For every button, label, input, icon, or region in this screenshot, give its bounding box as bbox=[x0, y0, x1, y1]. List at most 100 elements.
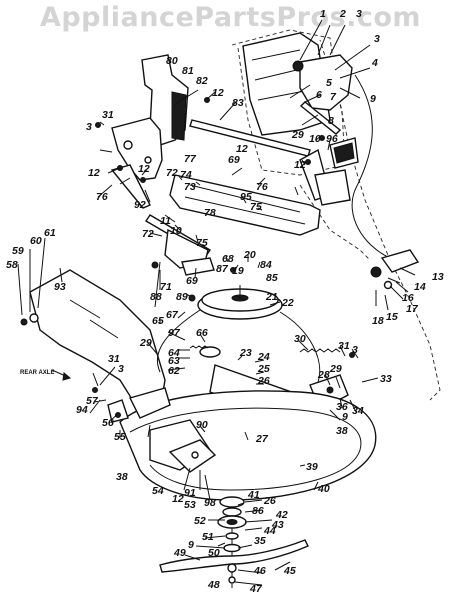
callout-88: 88 bbox=[150, 291, 162, 303]
callout-71: 71 bbox=[160, 281, 172, 293]
callout-29: 29 bbox=[139, 337, 152, 349]
idler-pulley bbox=[199, 346, 221, 358]
callout-12: 12 bbox=[88, 167, 100, 179]
callout-25: 25 bbox=[257, 363, 270, 375]
callout-47: 47 bbox=[249, 583, 263, 595]
callout-12: 12 bbox=[294, 159, 306, 171]
body-outline bbox=[231, 29, 441, 401]
lift-arm-69 bbox=[181, 257, 215, 276]
callout-36: 36 bbox=[336, 401, 348, 413]
callout-67: 67 bbox=[166, 309, 179, 321]
callout-10: 10 bbox=[170, 225, 182, 237]
left-bracket bbox=[111, 117, 163, 181]
callout-53: 53 bbox=[184, 499, 196, 511]
callout-18: 18 bbox=[372, 315, 384, 327]
callout-41: 41 bbox=[247, 489, 260, 501]
callout-38: 38 bbox=[336, 425, 348, 437]
callout-48: 48 bbox=[207, 579, 220, 591]
callout-16: 16 bbox=[402, 292, 414, 304]
callout-50: 50 bbox=[208, 547, 220, 559]
callout-3: 3 bbox=[118, 363, 124, 375]
callout-20: 20 bbox=[243, 249, 256, 261]
callout-91: 91 bbox=[184, 487, 196, 499]
callout-65: 65 bbox=[152, 315, 164, 327]
callout-45: 45 bbox=[283, 565, 296, 577]
callout-73: 73 bbox=[184, 181, 196, 193]
front-hanger bbox=[128, 387, 171, 419]
callout-56: 56 bbox=[102, 417, 114, 429]
callout-8: 8 bbox=[328, 115, 334, 127]
callout-12: 12 bbox=[236, 143, 248, 155]
callout-87: 87 bbox=[216, 263, 229, 275]
callout-83: 83 bbox=[232, 97, 244, 109]
idler-spring bbox=[299, 348, 341, 353]
spring-64 bbox=[189, 345, 209, 349]
callout-29: 29 bbox=[291, 129, 304, 141]
callout-33: 33 bbox=[380, 373, 392, 385]
callout-54: 54 bbox=[152, 485, 164, 497]
callout-26: 26 bbox=[263, 495, 276, 507]
callout-44: 44 bbox=[263, 525, 276, 537]
callout-76: 76 bbox=[256, 181, 268, 193]
callout-84: 84 bbox=[260, 259, 272, 271]
callout-24: 24 bbox=[257, 351, 270, 363]
watermark-text: AppliancePartsPros.com bbox=[39, 2, 422, 33]
mower-deck bbox=[119, 390, 377, 501]
callout-64: 64 bbox=[168, 347, 180, 359]
callout-77: 77 bbox=[184, 153, 197, 165]
callout-63: 63 bbox=[168, 355, 180, 367]
callout-21: 21 bbox=[265, 291, 278, 303]
link-rod-76 bbox=[110, 164, 151, 209]
callout-9: 9 bbox=[188, 539, 194, 551]
callout-29: 29 bbox=[329, 363, 342, 375]
callout-52: 52 bbox=[194, 515, 206, 527]
callout-14: 14 bbox=[414, 281, 426, 293]
callout-22: 22 bbox=[281, 297, 294, 309]
callout-23: 23 bbox=[239, 347, 252, 359]
callout-97: 97 bbox=[168, 327, 181, 339]
callout-95: 95 bbox=[240, 191, 252, 203]
callout-9: 9 bbox=[342, 411, 348, 423]
callout-58: 58 bbox=[6, 259, 18, 271]
callout-35: 35 bbox=[254, 535, 266, 547]
callout-labels: 1 2 3 3 4 5 6 7 9 8 10 96 12 80 81 82 12… bbox=[6, 8, 444, 595]
callout-40: 40 bbox=[317, 483, 330, 495]
brake-bracket bbox=[299, 54, 353, 111]
callout-4: 4 bbox=[371, 57, 378, 69]
callout-3: 3 bbox=[352, 344, 358, 356]
callout-19: 19 bbox=[232, 265, 244, 277]
callout-11: 11 bbox=[160, 215, 171, 227]
callout-1: 1 bbox=[320, 8, 326, 20]
callout-28: 28 bbox=[317, 369, 330, 381]
callout-39: 39 bbox=[306, 461, 318, 473]
callout-93: 93 bbox=[54, 281, 66, 293]
callout-81: 81 bbox=[182, 65, 194, 77]
callout-49: 49 bbox=[173, 547, 186, 559]
callout-75: 75 bbox=[196, 237, 208, 249]
callout-92: 92 bbox=[134, 199, 146, 211]
callout-26: 26 bbox=[257, 375, 270, 387]
callout-5: 5 bbox=[326, 77, 332, 89]
callout-75: 75 bbox=[250, 201, 262, 213]
callout-6: 6 bbox=[316, 89, 322, 101]
drive-belt bbox=[156, 309, 321, 383]
callout-46: 46 bbox=[253, 565, 266, 577]
callout-38: 38 bbox=[116, 471, 128, 483]
callout-78: 78 bbox=[204, 207, 216, 219]
callout-57: 57 bbox=[86, 395, 99, 407]
callout-12: 12 bbox=[138, 163, 150, 175]
callout-31: 31 bbox=[102, 109, 114, 121]
callout-96: 96 bbox=[326, 133, 338, 145]
callout-94: 94 bbox=[76, 404, 88, 416]
mower-blade bbox=[159, 539, 309, 573]
callout-3: 3 bbox=[374, 33, 380, 45]
callout-2: 2 bbox=[339, 8, 346, 20]
callout-13: 13 bbox=[432, 271, 444, 283]
callout-34: 34 bbox=[352, 405, 364, 417]
callout-59: 59 bbox=[12, 245, 24, 257]
callout-74: 74 bbox=[180, 169, 192, 181]
spindle-pulley bbox=[219, 496, 245, 508]
callout-66: 66 bbox=[196, 327, 208, 339]
